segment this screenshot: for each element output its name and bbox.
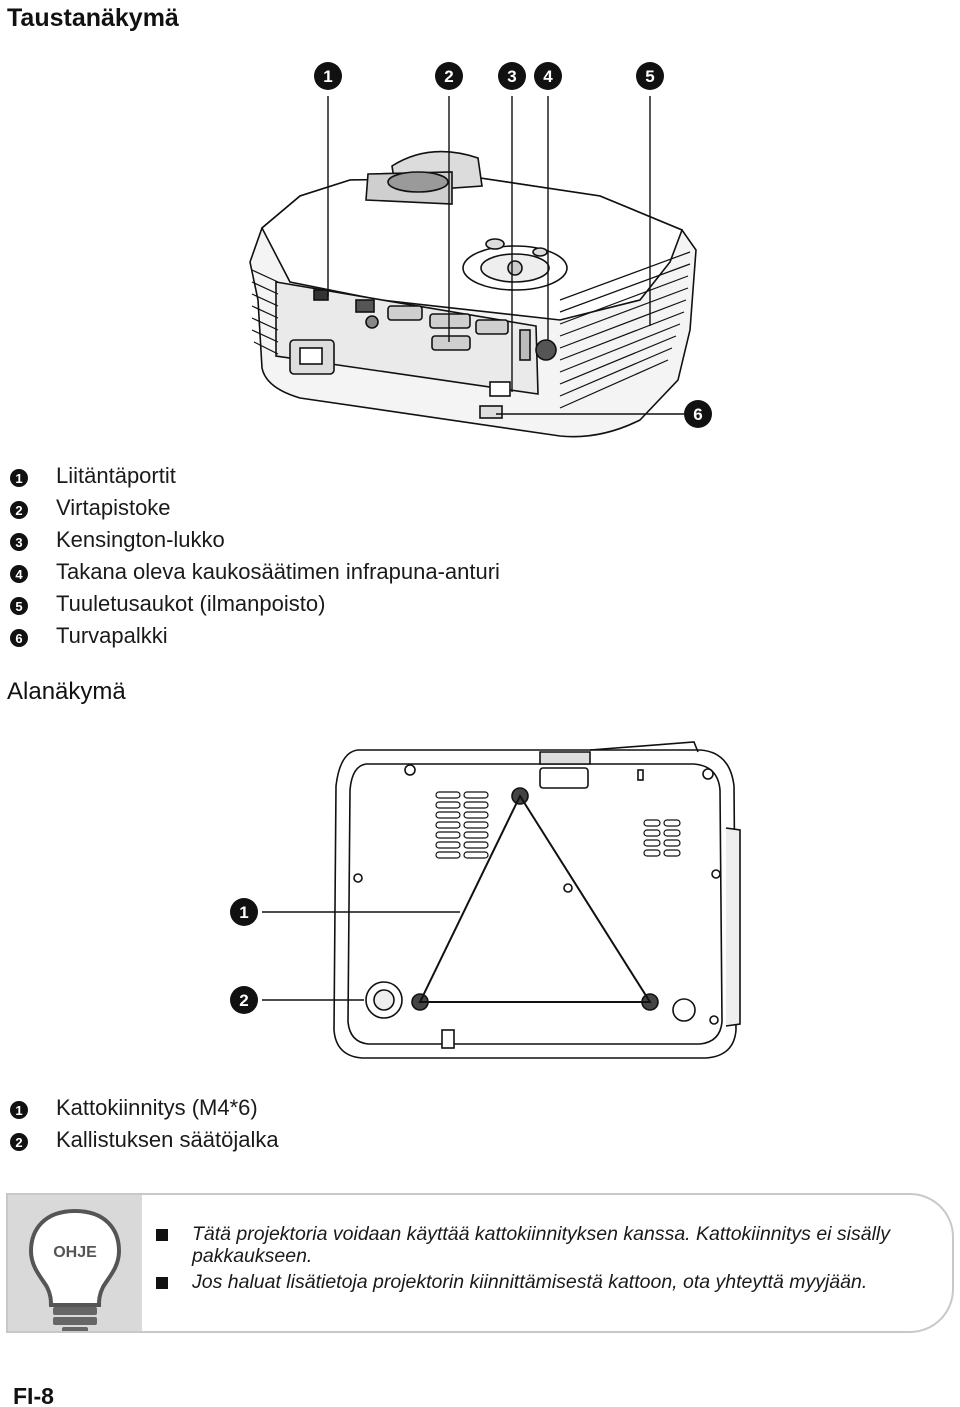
svg-text:4: 4 [543, 67, 553, 86]
svg-text:5: 5 [645, 67, 654, 86]
note-item: Tätä projektoria voidaan käyttää kattoki… [152, 1223, 932, 1267]
note-body: Tätä projektoria voidaan käyttää kattoki… [152, 1223, 932, 1297]
bullet-square-icon [156, 1277, 168, 1289]
rear-view-diagram: 1 2 3 4 5 6 [249, 62, 712, 438]
page-number: FI-8 [13, 1383, 54, 1407]
rear-callout-1: 1 [314, 62, 342, 90]
legend-number: 1 [10, 469, 28, 487]
svg-text:2: 2 [239, 991, 248, 1010]
legend-label: Liitäntäportit [56, 463, 176, 488]
legend-label: Virtapistoke [56, 495, 171, 520]
svg-text:3: 3 [507, 67, 516, 86]
bottom-view-diagram: 1 2 [230, 741, 741, 1059]
legend-label: Kensington-lukko [56, 527, 225, 552]
legend-number: 3 [10, 533, 28, 551]
note-icon-label: OHJE [53, 1244, 97, 1261]
legend-label: Turvapalkki [56, 623, 168, 648]
rear-view-title: Taustanäkymä [7, 4, 179, 32]
rear-callout-4: 4 [534, 62, 562, 90]
bottom-view-title: Alanäkymä [7, 678, 126, 705]
legend-label: Takana oleva kaukosäätimen infrapuna-ant… [56, 559, 500, 584]
svg-text:1: 1 [323, 67, 332, 86]
legend-number: 4 [10, 565, 28, 583]
legend-label: Kattokiinnitys (M4*6) [56, 1095, 258, 1120]
svg-text:1: 1 [239, 903, 248, 922]
legend-label: Kallistuksen säätöjalka [56, 1127, 279, 1152]
rear-callout-2: 2 [435, 62, 463, 90]
legend-number: 2 [10, 501, 28, 519]
legend-number: 1 [10, 1101, 28, 1119]
rear-callout-5: 5 [636, 62, 664, 90]
legend-label: Tuuletusaukot (ilmanpoisto) [56, 591, 326, 616]
bullet-square-icon [156, 1229, 168, 1241]
note-item: Jos haluat lisätietoja projektorin kiinn… [152, 1271, 932, 1293]
rear-callout-3: 3 [498, 62, 526, 90]
legend-number: 5 [10, 597, 28, 615]
legend-number: 2 [10, 1133, 28, 1151]
bottom-callout-2: 2 [230, 986, 258, 1014]
note-box: OHJE Tätä projektoria voidaan käyttää ka… [6, 1193, 954, 1333]
note-sidebar: OHJE [8, 1195, 142, 1331]
svg-text:2: 2 [444, 67, 453, 86]
lightbulb-icon: OHJE [28, 1208, 122, 1331]
rear-callout-6: 6 [684, 400, 712, 428]
legend-number: 6 [10, 629, 28, 647]
bottom-callout-1: 1 [230, 898, 258, 926]
svg-text:6: 6 [693, 405, 702, 424]
